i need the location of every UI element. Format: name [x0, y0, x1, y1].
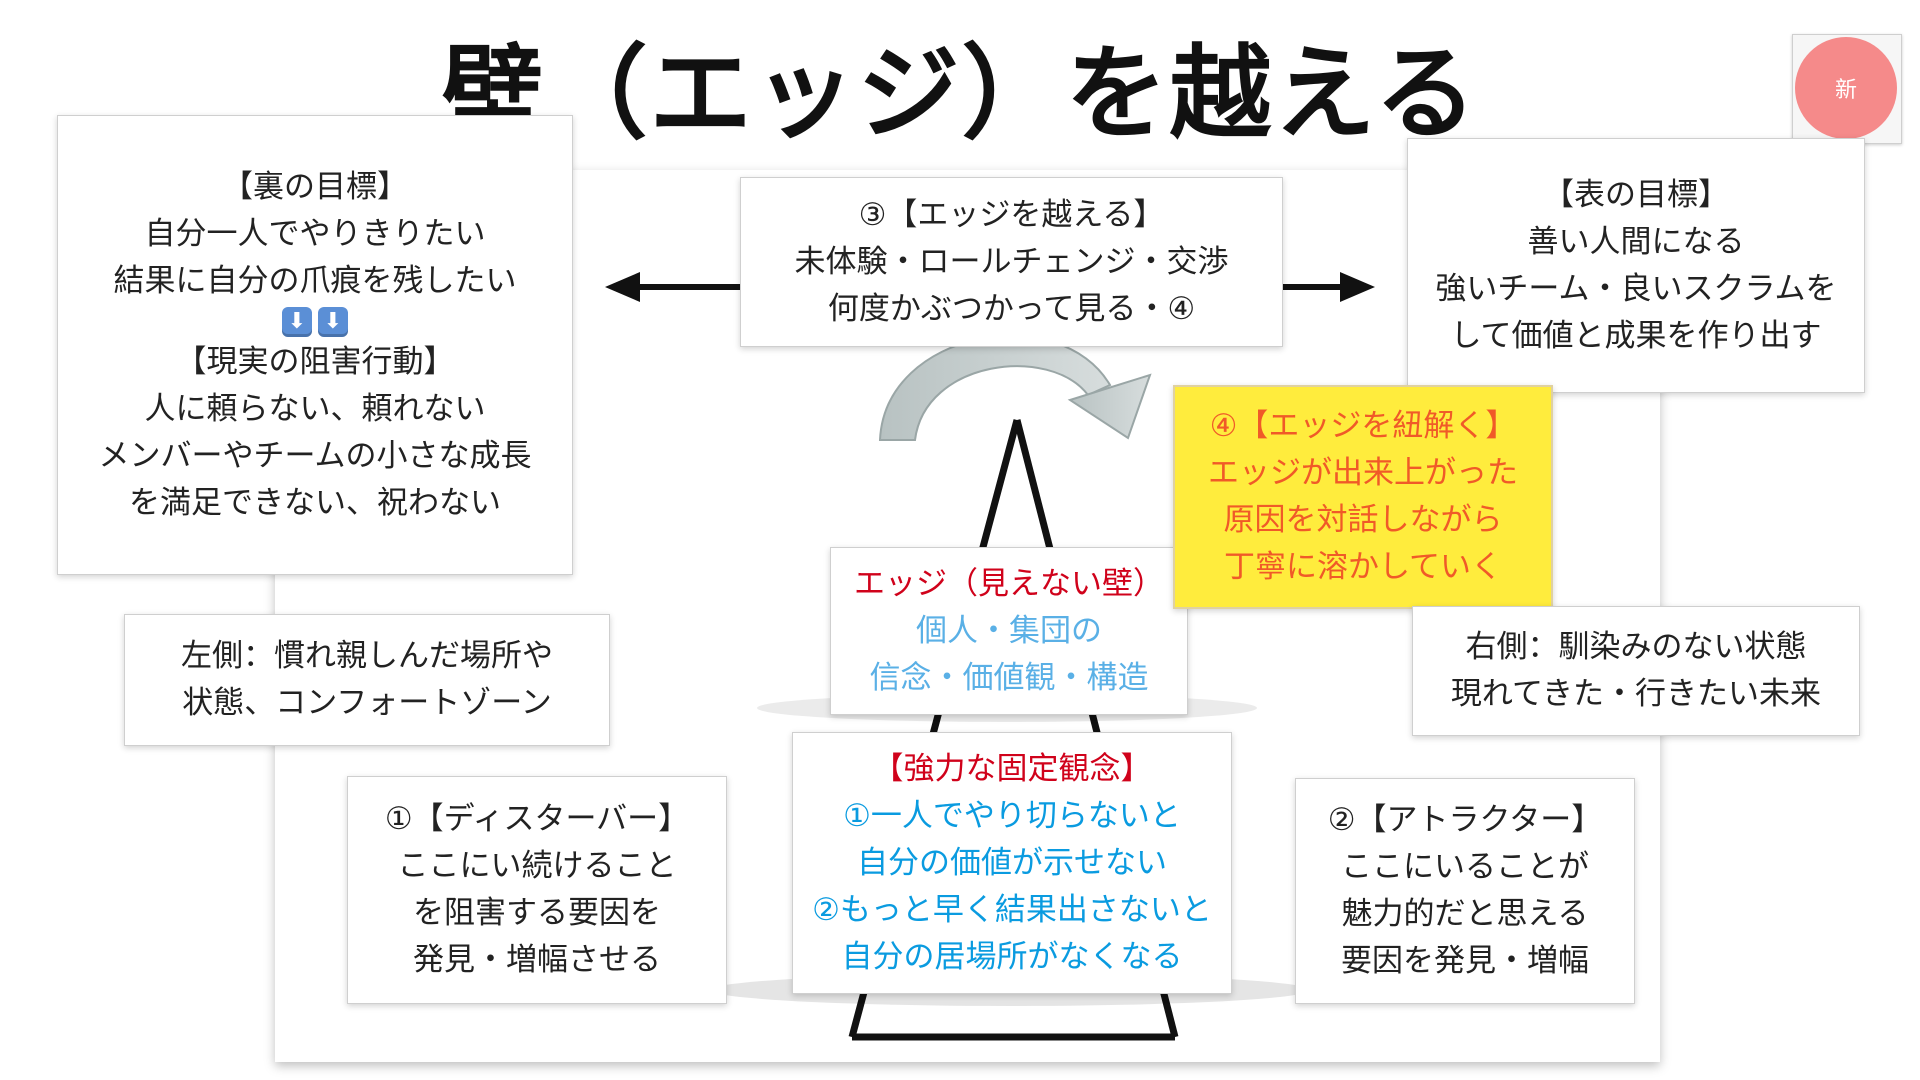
attractor-heading: ②【アトラクター】	[1327, 802, 1603, 838]
attractor-line: 要因を発見・増幅	[1341, 943, 1589, 979]
new-badge: 新	[1795, 37, 1897, 139]
hidden-goal-heading: 【裏の目標】	[222, 168, 408, 205]
curved-arrow-icon	[878, 334, 1152, 441]
disturber-heading: ①【ディスターバー】	[384, 801, 690, 837]
edge-line: 信念・価値観・構造	[869, 659, 1149, 696]
cross-edge-box: ③【エッジを越える】 未体験・ロールチェンジ・交渉 何度かぶつかって見る・④	[740, 177, 1283, 347]
right-arrow-icon	[1282, 272, 1375, 302]
obstruction-heading: 【現実の阻害行動】	[175, 343, 455, 380]
right-side-line: 現れてきた・行きたい未来	[1450, 676, 1822, 712]
fixed-ideas-box: 【強力な固定観念】 ①一人でやり切らないと 自分の価値が示せない ②もっと早く結…	[792, 732, 1232, 994]
left-side-line: 左側：慣れ親しんだ場所や	[181, 638, 553, 674]
fixed-ideas-line: ①一人でやり切らないと	[843, 797, 1181, 834]
fixed-ideas-line: ②もっと早く結果出さないと	[812, 891, 1212, 928]
right-side-line: 右側：馴染みのない状態	[1465, 629, 1807, 665]
disturber-line: 発見・増幅させる	[413, 942, 661, 978]
hidden-goal-box: 【裏の目標】 自分一人でやりきりたい 結果に自分の爪痕を残したい ⬇ ⬇ 【現実…	[57, 115, 573, 575]
unravel-edge-box: ④【エッジを紐解く】 エッジが出来上がった 原因を対話しながら 丁寧に溶かしてい…	[1173, 385, 1553, 609]
fixed-ideas-line: 自分の価値が示せない	[857, 844, 1167, 881]
obstruction-line: メンバーやチームの小さな成長	[98, 437, 532, 474]
disturber-line: ここにい続けること	[397, 848, 677, 884]
surface-goal-box: 【表の目標】 善い人間になる 強いチーム・良いスクラムを して価値と成果を作り出…	[1407, 138, 1865, 393]
unravel-edge-line: 丁寧に溶かしていく	[1223, 549, 1503, 585]
hidden-goal-line: 自分一人でやりきりたい	[144, 215, 486, 252]
edge-heading: エッジ（見えない壁）	[854, 565, 1164, 602]
left-side-box: 左側：慣れ親しんだ場所や 状態、コンフォートゾーン	[124, 614, 610, 746]
down-arrow-icon: ⬇	[318, 306, 348, 337]
unravel-edge-line: 原因を対話しながら	[1223, 502, 1503, 538]
attractor-box: ②【アトラクター】 ここにいることが 魅力的だと思える 要因を発見・増幅	[1295, 778, 1635, 1004]
down-arrows: ⬇ ⬇	[282, 306, 348, 337]
cross-edge-heading: ③【エッジを越える】	[858, 196, 1165, 233]
attractor-line: ここにいることが	[1341, 849, 1589, 885]
obstruction-line: を満足できない、祝わない	[129, 484, 501, 521]
surface-goal-line: 善い人間になる	[1527, 223, 1745, 260]
obstruction-line: 人に頼らない、頼れない	[144, 390, 486, 427]
right-side-box: 右側：馴染みのない状態 現れてきた・行きたい未来	[1412, 606, 1860, 736]
attractor-line: 魅力的だと思える	[1341, 896, 1589, 932]
cross-edge-line: 未体験・ロールチェンジ・交渉	[794, 243, 1229, 280]
edge-line: 個人・集団の	[916, 612, 1102, 649]
left-side-line: 状態、コンフォートゾーン	[182, 685, 552, 721]
surface-goal-heading: 【表の目標】	[1543, 176, 1729, 213]
left-arrow-icon	[605, 272, 742, 302]
page-title: 壁（エッジ）を越える	[441, 35, 1479, 154]
surface-goal-line: 強いチーム・良いスクラムを	[1435, 270, 1837, 307]
hidden-goal-line: 結果に自分の爪痕を残したい	[113, 262, 517, 299]
unravel-edge-heading: ④【エッジを紐解く】	[1209, 408, 1517, 444]
down-arrow-icon: ⬇	[282, 306, 312, 337]
disturber-line: を阻害する要因を	[413, 895, 661, 931]
fixed-ideas-line: 自分の居場所がなくなる	[841, 938, 1183, 975]
fixed-ideas-heading: 【強力な固定観念】	[872, 750, 1152, 787]
disturber-box: ①【ディスターバー】 ここにい続けること を阻害する要因を 発見・増幅させる	[347, 776, 727, 1004]
cross-edge-line: 何度かぶつかって見る・④	[827, 290, 1196, 327]
unravel-edge-line: エッジが出来上がった	[1208, 455, 1518, 491]
edge-box: エッジ（見えない壁） 個人・集団の 信念・価値観・構造	[830, 547, 1188, 715]
surface-goal-line: して価値と成果を作り出す	[1450, 317, 1822, 354]
